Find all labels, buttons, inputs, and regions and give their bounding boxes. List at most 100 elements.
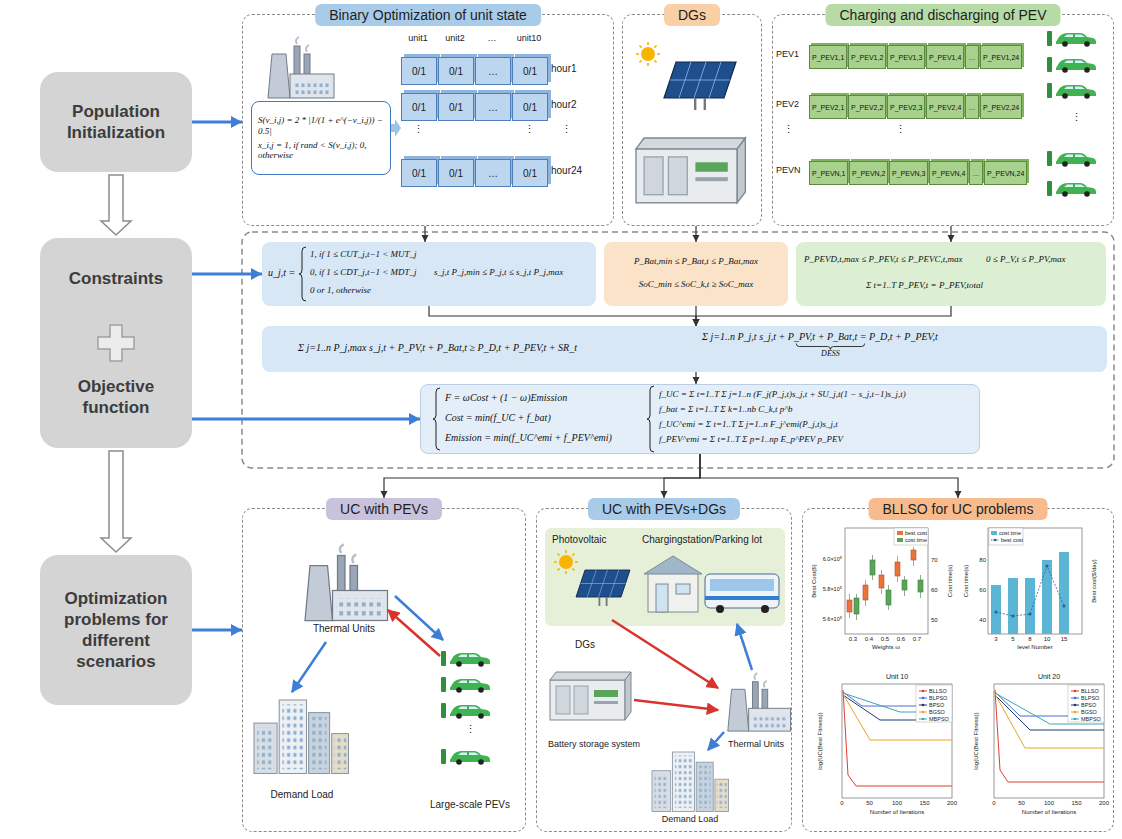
node-text: Emission = min(f_UC^emi + f_PEV^emi) — [445, 432, 612, 444]
chart-title: Unit 20 — [1038, 673, 1060, 680]
legend-text: BLLSO — [929, 688, 947, 694]
chart-title: Unit 10 — [886, 673, 908, 680]
solar-panel-icon — [576, 570, 630, 606]
connector — [101, 175, 131, 235]
row-label: PEV1 — [776, 50, 799, 59]
boxplot-chart — [857, 555, 921, 620]
legend-sample — [991, 538, 999, 542]
legend-sample — [1071, 691, 1079, 692]
legend-text: BGSO — [929, 709, 945, 715]
bar-chart — [991, 585, 1001, 634]
ellipsis: ⋮ — [465, 724, 476, 735]
car-icon — [1047, 83, 1096, 99]
node-text: P_PEV1,3 — [890, 54, 922, 61]
legend-item: BPSO — [919, 702, 944, 708]
state-cell: … — [475, 57, 511, 85]
building-icon — [254, 700, 349, 774]
dashed-panel: DGs — [622, 14, 762, 226]
legend-text: BLPSO — [1081, 695, 1099, 701]
bus-icon — [710, 579, 774, 591]
legend-sample — [922, 711, 925, 714]
solar-panel-icon — [576, 570, 630, 606]
node-text: s_j,t P_j,min ≤ P_j,t ≤ s_j,t P_j,max — [434, 267, 563, 277]
power-cell: P_PEV1,24 — [980, 45, 1022, 69]
bar-chart — [1059, 552, 1069, 634]
power-cell: P_PEV2,24 — [980, 95, 1022, 119]
constraint-box: P_Bat,min ≤ P_Bat,t ≤ P_Bat,maxSoC_min ≤… — [604, 242, 788, 306]
node-text: P_PEVN,3 — [892, 170, 925, 177]
arrowhead — [693, 319, 700, 326]
node-text: 1, if 1 ≤ CUT_j,t−1 < MUT_j — [310, 249, 417, 259]
power-plant-icon — [268, 37, 334, 98]
state-cell: 0/1 — [438, 93, 474, 121]
node-text: P_PEVD,t,max ≤ P_PEV,t ≤ P_PEVC,t,max — [804, 254, 962, 264]
state-cell: … — [475, 93, 511, 121]
bar-chart — [1011, 614, 1014, 617]
tick-label: 80 — [979, 557, 986, 563]
node-text: Σ j=1..n P_j,t s_j,t + P_PV,t + P_Bat,t … — [702, 331, 938, 343]
legend-sample — [1071, 719, 1079, 720]
boxplot-chart — [870, 560, 875, 575]
power-plant-icon — [728, 673, 791, 731]
car-icon — [441, 651, 490, 667]
tick-label: 100 — [892, 800, 902, 806]
legend-text: BLLSO — [1081, 688, 1099, 694]
formula-box: S(v_i,j) = 2 * |1/(1 + e^(−v_i,j)) − 0.5… — [251, 101, 391, 175]
node-text: Photovoltaic — [552, 534, 606, 545]
power-plant-icon — [305, 544, 388, 620]
node-text: P_PEV1,1 — [812, 54, 844, 61]
tick-label: 150 — [1071, 800, 1081, 806]
line-chart — [842, 684, 952, 798]
connector — [948, 226, 955, 242]
building-icon — [652, 752, 729, 812]
panel-header: Binary Optimization of unit state — [315, 4, 541, 26]
tick-label: 0.4 — [865, 636, 873, 642]
constraint-box: P_PEVD,t,max ≤ P_PEV,t ≤ P_PEVC,t,max0 ≤… — [796, 242, 1106, 306]
power-cell: P_PEV1,2 — [848, 45, 886, 69]
ellipsis: ⋮ — [895, 124, 906, 135]
arrowhead — [422, 235, 429, 242]
node-text: 0/1 — [412, 102, 426, 113]
ellipsis: … — [488, 34, 497, 43]
bar-chart — [1042, 560, 1052, 634]
power-cell: … — [965, 45, 979, 69]
battery-container-icon — [550, 672, 631, 720]
tick-label: 150 — [919, 800, 929, 806]
legend-text: MBPSO — [1081, 716, 1101, 722]
node-text: P_PEV2,4 — [929, 104, 961, 111]
ellipsis: ⋮ — [1071, 112, 1082, 123]
node-text: P_PEVN,1 — [812, 170, 845, 177]
tick-label: 50 — [866, 800, 873, 806]
panel-header: DGs — [664, 4, 720, 26]
bus-icon — [761, 605, 769, 613]
line-chart — [843, 690, 952, 786]
node-text: 0/1 — [449, 168, 463, 179]
node-text: 0/1 — [523, 102, 537, 113]
node-text: F = ωCost + (1 − ω)Emission — [445, 392, 567, 404]
sun-icon — [554, 550, 578, 574]
panel-header: UC with PEVs+DGs — [588, 498, 740, 520]
power-cell: … — [965, 95, 979, 119]
power-cell: P_PEVN,1 — [809, 161, 848, 185]
line-chart — [1068, 685, 1104, 722]
node-text: f_UC^emi = Σ t=1..T Σ j=1..n F_j^emi(P_j… — [659, 419, 838, 429]
dashed-panel: UC with PEVs+DGsPhotovoltaicChargingstat… — [536, 508, 792, 832]
arrowhead — [693, 235, 700, 242]
bus-icon — [716, 605, 724, 613]
dashed-panel — [242, 232, 1114, 468]
tick-label: 10 — [1044, 636, 1051, 642]
icon-label: Large-scale PEVs — [430, 800, 510, 810]
axis-title: Best cost($/day) — [1091, 559, 1097, 602]
connector — [101, 451, 131, 552]
legend-sample — [922, 704, 925, 707]
solar-panel-icon — [664, 62, 736, 110]
node-text: f_bat = Σ t=1..T Σ k=1..nb C_k,t p^b — [659, 404, 793, 414]
energy-arrow — [737, 624, 752, 670]
boxplot-chart — [845, 528, 928, 634]
node-text: P_PEVN,4 — [932, 170, 965, 177]
node-text: Objective function — [48, 376, 184, 419]
icon-label: Demand Load — [662, 815, 719, 824]
bar-chart — [991, 552, 1069, 634]
legend-sample — [922, 718, 925, 721]
connector — [429, 306, 700, 326]
